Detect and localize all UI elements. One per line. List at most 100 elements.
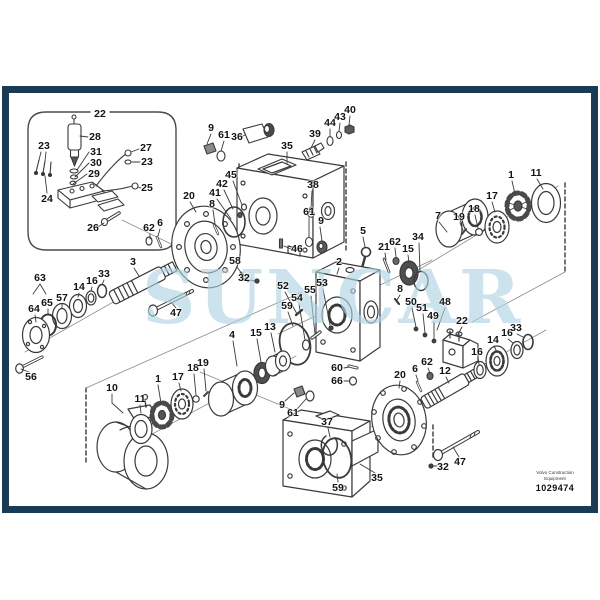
part-label-26: 26 bbox=[87, 222, 99, 234]
part-label-31: 31 bbox=[90, 146, 102, 158]
part-label-16: 16 bbox=[86, 275, 98, 287]
part-label-27: 27 bbox=[140, 142, 152, 154]
part-label-7: 7 bbox=[435, 210, 441, 222]
part-label-17: 17 bbox=[486, 190, 498, 202]
part-label-2: 2 bbox=[336, 256, 342, 268]
part-label-14: 14 bbox=[73, 281, 85, 293]
part-label-11: 11 bbox=[134, 393, 146, 405]
title-block: Volvo Construction Equipment 1029474 bbox=[510, 470, 600, 493]
part-label-35: 35 bbox=[281, 140, 293, 152]
part-label-59: 59 bbox=[332, 482, 344, 494]
leader-lines bbox=[20, 115, 544, 483]
part-label-36: 36 bbox=[231, 131, 243, 143]
relief-valve bbox=[442, 328, 479, 369]
part-label-47: 47 bbox=[170, 307, 182, 319]
part-label-47: 47 bbox=[454, 456, 466, 468]
part-label-37: 37 bbox=[321, 416, 333, 428]
part-label-55: 55 bbox=[304, 284, 316, 296]
part-label-39: 39 bbox=[309, 128, 321, 140]
part-label-62: 62 bbox=[421, 356, 433, 368]
part-label-6: 6 bbox=[157, 217, 163, 229]
part-label-19: 19 bbox=[197, 357, 209, 369]
part-label-16: 16 bbox=[471, 346, 483, 358]
part-label-34: 34 bbox=[412, 231, 424, 243]
part-label-1: 1 bbox=[508, 169, 514, 181]
part-label-32: 32 bbox=[437, 461, 449, 473]
part-label-29: 29 bbox=[88, 168, 100, 180]
part-label-5: 5 bbox=[360, 225, 366, 237]
drive-shaft bbox=[108, 261, 178, 305]
part-label-49: 49 bbox=[427, 310, 439, 322]
part-label-24: 24 bbox=[41, 193, 53, 205]
part-label-8: 8 bbox=[209, 198, 215, 210]
flange-bolt bbox=[147, 289, 194, 317]
inset-kit-box bbox=[27, 111, 177, 251]
part-label-32: 32 bbox=[238, 272, 250, 284]
part-label-22: 22 bbox=[94, 108, 106, 120]
part-label-20: 20 bbox=[394, 369, 406, 381]
part-label-61: 61 bbox=[287, 407, 299, 419]
part-label-12: 12 bbox=[439, 365, 451, 377]
diagram-border bbox=[2, 86, 598, 513]
part-label-41: 41 bbox=[209, 187, 221, 199]
part-label-9: 9 bbox=[279, 399, 285, 411]
part-label-9: 9 bbox=[318, 215, 324, 227]
pump-shaft-group bbox=[415, 333, 534, 409]
part-label-28: 28 bbox=[89, 131, 101, 143]
part-label-53: 53 bbox=[316, 277, 328, 289]
part-label-23: 23 bbox=[38, 140, 50, 152]
part-label-10: 10 bbox=[106, 382, 118, 394]
part-label-57: 57 bbox=[56, 292, 68, 304]
drawing-number: 1029474 bbox=[535, 483, 575, 493]
brand-line-1: Volvo Construction bbox=[536, 470, 574, 475]
part-label-22: 22 bbox=[456, 315, 468, 327]
part-label-18: 18 bbox=[468, 203, 480, 215]
inset-pilot-valve-parts bbox=[33, 114, 139, 227]
part-label-43: 43 bbox=[334, 111, 346, 123]
part-label-4: 4 bbox=[229, 329, 235, 341]
part-label-50: 50 bbox=[405, 296, 417, 308]
part-label-6: 6 bbox=[412, 363, 418, 375]
part-label-33: 33 bbox=[510, 322, 522, 334]
part-label-18: 18 bbox=[187, 362, 199, 374]
center-valve-block bbox=[315, 261, 381, 362]
part-label-11: 11 bbox=[530, 167, 542, 179]
part-label-52: 52 bbox=[277, 280, 289, 292]
part-label-40: 40 bbox=[344, 104, 356, 116]
part-label-61: 61 bbox=[218, 129, 230, 141]
part-label-23: 23 bbox=[141, 156, 153, 168]
part-label-1: 1 bbox=[155, 373, 161, 385]
part-label-42: 42 bbox=[216, 178, 228, 190]
front-mounting-flange bbox=[145, 203, 248, 289]
part-label-17: 17 bbox=[172, 371, 184, 383]
part-label-62: 62 bbox=[143, 222, 155, 234]
center-oring-and-pins bbox=[254, 278, 334, 366]
part-label-56: 56 bbox=[25, 371, 37, 383]
part-label-63: 63 bbox=[34, 272, 46, 284]
part-label-44: 44 bbox=[324, 117, 336, 129]
part-label-19: 19 bbox=[453, 211, 465, 223]
part-label-15: 15 bbox=[250, 327, 262, 339]
rear-pump-housing bbox=[282, 364, 480, 498]
part-label-61: 61 bbox=[303, 206, 315, 218]
part-label-48: 48 bbox=[439, 296, 451, 308]
part-label-3: 3 bbox=[130, 256, 136, 268]
part-label-62: 62 bbox=[389, 236, 401, 248]
part-label-45: 45 bbox=[225, 169, 237, 181]
part-label-54: 54 bbox=[291, 292, 303, 304]
part-label-66: 66 bbox=[331, 375, 343, 387]
part-label-64: 64 bbox=[28, 303, 40, 315]
part-label-65: 65 bbox=[41, 297, 53, 309]
part-label-38: 38 bbox=[307, 179, 319, 191]
front-pump-housing-group bbox=[96, 350, 292, 490]
part-label-46: 46 bbox=[291, 243, 303, 255]
part-label-15: 15 bbox=[402, 243, 414, 255]
part-label-51: 51 bbox=[416, 302, 428, 314]
part-label-13: 13 bbox=[264, 321, 276, 333]
part-label-35: 35 bbox=[371, 472, 383, 484]
part-label-30: 30 bbox=[90, 157, 102, 169]
part-label-25: 25 bbox=[141, 182, 153, 194]
